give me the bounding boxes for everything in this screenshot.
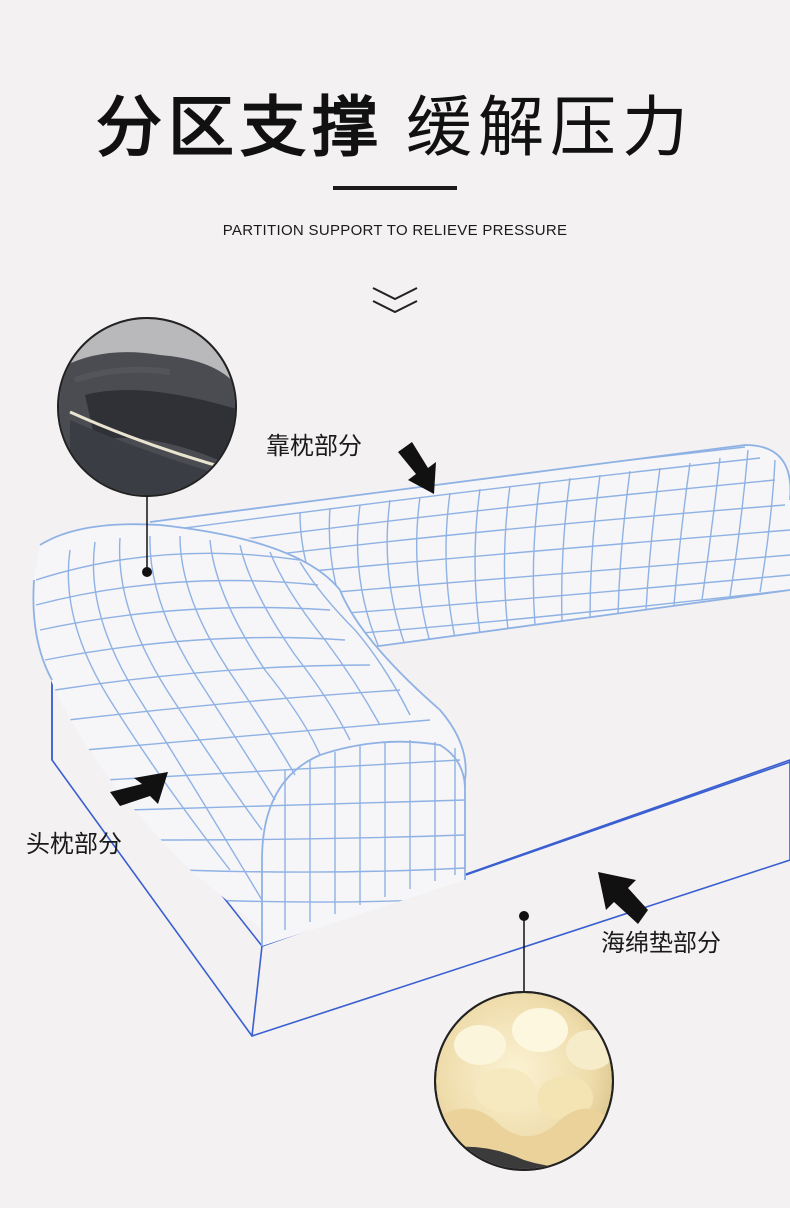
pointer-arrow-icon	[598, 872, 648, 924]
page-subtitle: PARTITION SUPPORT TO RELIEVE PRESSURE	[222, 222, 568, 239]
backrest-label: 靠枕部分	[266, 432, 362, 460]
title-light-text: 缓解压力	[406, 89, 694, 166]
backrest-outline	[149, 444, 790, 651]
headrest-label: 头枕部分	[26, 830, 122, 858]
foam-detail-photo	[434, 991, 614, 1171]
foam-leader-dot	[519, 911, 529, 921]
page-title: 分区支撑缓解压力	[0, 88, 790, 168]
pointer-arrow-icon	[110, 772, 168, 806]
plush-leader-dot	[142, 567, 152, 577]
foam-cushion-label: 海绵垫部分	[601, 929, 721, 957]
plush-detail-photo	[57, 317, 237, 497]
pointer-arrow-icon	[398, 442, 436, 494]
title-underline	[333, 186, 457, 190]
headrest-outline	[39, 523, 467, 946]
double-chevron-down-icon	[372, 287, 418, 314]
title-bold-text: 分区支撑	[96, 89, 384, 166]
